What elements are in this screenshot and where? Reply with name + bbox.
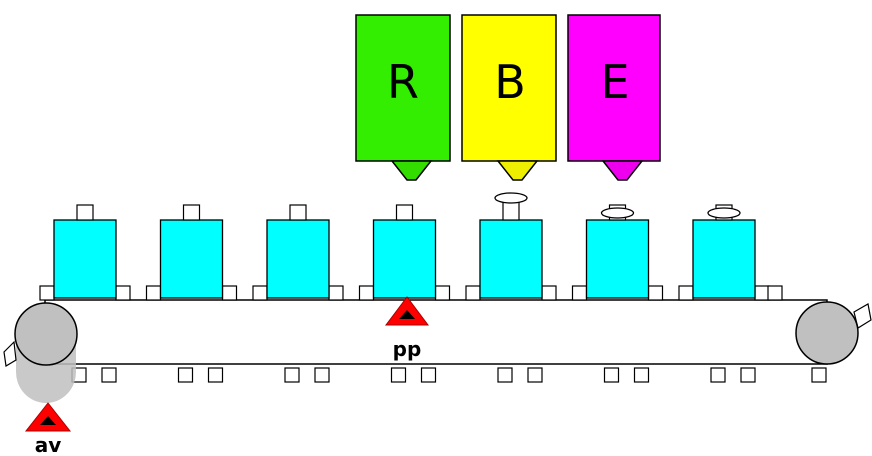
hopper-e-label: E bbox=[600, 55, 629, 109]
right-roller-wheel bbox=[795, 301, 859, 365]
container-1 bbox=[53, 204, 117, 299]
container-neck bbox=[76, 204, 94, 221]
container-body bbox=[479, 219, 543, 299]
belt-cleat-top bbox=[647, 285, 664, 301]
belt-cleat-top bbox=[571, 285, 588, 301]
belt-cleat-bottom bbox=[497, 367, 513, 383]
hopper-r-nozzle bbox=[390, 160, 433, 181]
belt-cleat-bottom bbox=[603, 367, 620, 383]
belt-cleat-top bbox=[39, 285, 55, 301]
belt-cleat-bottom bbox=[101, 367, 117, 383]
hopper-r: R bbox=[355, 14, 451, 181]
belt-cleat-bottom bbox=[811, 367, 827, 383]
belt-cleat-top bbox=[754, 285, 770, 301]
belt-cleat-top bbox=[221, 285, 238, 301]
sensor-av-label: av bbox=[35, 433, 62, 456]
sensor-pp[interactable]: pp bbox=[385, 296, 429, 361]
hopper-e: E bbox=[567, 14, 661, 181]
container-4 bbox=[372, 204, 437, 299]
hopper-r-body bbox=[355, 14, 451, 162]
belt-cleat-bottom bbox=[207, 367, 224, 383]
belt-cleat-bottom bbox=[710, 367, 726, 383]
belt-body bbox=[44, 299, 828, 365]
belt-cleat-bottom bbox=[740, 367, 756, 383]
belt-cleat-bottom bbox=[177, 367, 194, 383]
belt-cleat-top bbox=[358, 285, 375, 301]
belt-cleat-top bbox=[678, 285, 694, 301]
container-cap bbox=[600, 207, 635, 219]
container-body bbox=[372, 219, 437, 299]
belt-cleat-top bbox=[767, 285, 783, 301]
sensor-pp-label: pp bbox=[393, 337, 422, 361]
belt-cleat-top bbox=[328, 285, 344, 301]
belt-cleat-bottom bbox=[420, 367, 437, 383]
container-neck bbox=[395, 204, 414, 221]
belt-cleat-bottom bbox=[527, 367, 543, 383]
container-7 bbox=[692, 204, 756, 299]
belt-cleat-top bbox=[252, 285, 268, 301]
belt-cleat-top bbox=[541, 285, 557, 301]
hopper-e-nozzle bbox=[601, 160, 644, 181]
container-body bbox=[266, 219, 330, 299]
sensor-pp-marker-inner bbox=[399, 310, 415, 319]
sensor-av-marker-inner bbox=[40, 416, 56, 425]
hopper-b-body bbox=[461, 14, 557, 162]
container-2 bbox=[159, 204, 224, 299]
belt-cleat-top bbox=[434, 285, 451, 301]
container-body bbox=[585, 219, 650, 299]
left-roller-wheel bbox=[14, 302, 78, 366]
hopper-b-label: B bbox=[494, 55, 526, 109]
container-body bbox=[159, 219, 224, 299]
belt-cleat-bottom bbox=[284, 367, 300, 383]
container-body bbox=[692, 219, 756, 299]
right-roller bbox=[795, 301, 872, 365]
belt-cleat-bottom bbox=[314, 367, 330, 383]
left-roller-bracket bbox=[3, 340, 17, 367]
containers-row bbox=[53, 192, 756, 299]
conveyor-belt bbox=[39, 285, 828, 383]
container-neck bbox=[289, 204, 307, 221]
belt-cleat-bottom bbox=[633, 367, 650, 383]
hopper-e-body bbox=[567, 14, 661, 162]
container-neck bbox=[502, 201, 520, 221]
belt-cleat-top bbox=[115, 285, 131, 301]
container-neck bbox=[182, 204, 201, 221]
belt-bottom-cleats bbox=[71, 367, 827, 383]
left-roller bbox=[3, 302, 78, 403]
container-body bbox=[53, 219, 117, 299]
sensor-av[interactable]: av bbox=[24, 402, 72, 456]
hopper-r-label: R bbox=[387, 55, 419, 109]
belt-cleat-top bbox=[145, 285, 162, 301]
hopper-b-nozzle bbox=[496, 160, 539, 181]
container-cap bbox=[494, 192, 528, 204]
hopper-b: B bbox=[461, 14, 557, 181]
belt-cleat-top bbox=[465, 285, 481, 301]
container-6 bbox=[585, 204, 650, 299]
belt-cleat-bottom bbox=[390, 367, 407, 383]
container-cap bbox=[707, 207, 741, 219]
container-3 bbox=[266, 204, 330, 299]
belt-top-cleats bbox=[39, 285, 783, 301]
container-5 bbox=[479, 192, 543, 299]
